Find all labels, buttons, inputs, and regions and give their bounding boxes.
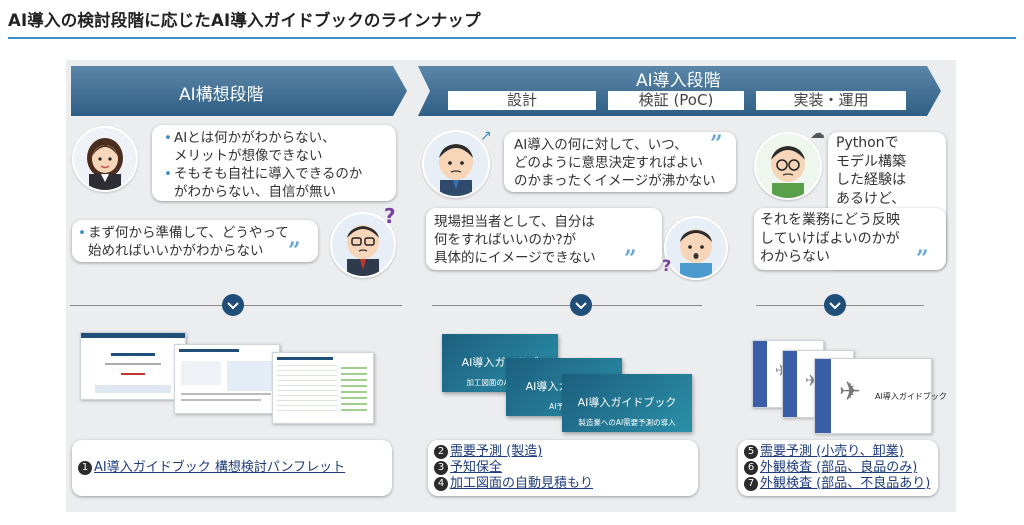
chevron-down-icon (222, 294, 244, 316)
concern-bubble-2: •まず何から準備して、どうやって 始めればいいかがわからない ” (72, 220, 318, 262)
guidebook-cover-thumbnail: ✈ AI導入ガイドブック (814, 358, 947, 434)
concern-5-text-b: モデル構築 (836, 153, 906, 170)
concern-1-text-d: がわからない、自信が無い (174, 184, 336, 200)
quote-mark-icon: ” (624, 246, 637, 272)
quote-mark-icon: ” (288, 238, 301, 264)
quote-mark-icon: ” (916, 246, 929, 272)
concern-3-text-c: のかまったくイメージが沸かない (514, 173, 716, 189)
concern-bubble-3: AI導入の何に対して、いつ、 どのように意思決定すればよい のかまったくイメージ… (504, 132, 736, 192)
concern-bubble-4: 現場担当者として、自分は 何をすればいいのか?が 具体的にイメージできない ” (426, 208, 662, 270)
thought-lightbulb-icon: ☁ (810, 124, 825, 142)
man-confused-avatar-icon (664, 216, 728, 280)
concern-1-text-c: そもそも自社に導入できるのか (173, 166, 363, 182)
title-divider (8, 37, 1016, 39)
phase-poc: 検証 (PoC) (608, 91, 744, 110)
tile-3-title: AI導入ガイドブック (577, 396, 677, 409)
man-engineer-avatar-icon (754, 132, 822, 200)
concern-1-text-b: メリットが想像できない (174, 148, 323, 164)
concern-5-text-g: わからない (760, 249, 830, 265)
guidebook-tile-3: AI導入ガイドブック 製造業へのAI需要予測の導入 (562, 374, 692, 432)
concern-5-text-e: それを業務にどう反映 (760, 212, 900, 228)
tile-1-subtitle: 加工図面のAI自動見 (466, 378, 534, 387)
concept-stage-label: AI構想段階 (179, 85, 264, 105)
concern-3-text-b: どのように意思決定すればよい (514, 155, 703, 171)
concern-5-text-d: あるけど、 (836, 190, 906, 207)
phase-operation: 実装・運用 (756, 91, 906, 110)
concern-5-text-f: していけばよいのかが (760, 230, 900, 247)
phase-design: 設計 (448, 91, 596, 110)
concern-2-text-b: 始めればいいかがわからない (88, 243, 264, 259)
chevron-down-icon (570, 294, 592, 316)
concern-5-text-c: した経験は (836, 172, 906, 188)
concern-5-text-a: Pythonで (836, 135, 899, 151)
chevron-down-icon (824, 294, 846, 316)
paper-plane-icon: ✈ (839, 377, 861, 407)
man-glasses-avatar-icon (330, 212, 396, 278)
question-mark-icon: ? (662, 256, 672, 275)
man-worried-avatar-icon (422, 130, 490, 198)
concern-bubble-1: •AIとは何かがわからない、 メリットが想像できない •そもそも自社に導入できる… (152, 125, 396, 201)
concern-4-text-a: 現場担当者として、自分は (434, 214, 595, 230)
intro-stage-label: AI導入段階 (636, 71, 721, 91)
concern-2-text-a: まず何から準備して、どうやって (87, 225, 289, 241)
page-title: AI導入の検討段階に応じたAI導入ガイドブックのラインナップ (8, 11, 481, 30)
concept-banner (71, 66, 407, 116)
concern-3-text-a: AI導入の何に対して、いつ、 (514, 137, 688, 153)
book-title: AI導入ガイドブック (875, 392, 947, 401)
concern-bubble-5b: それを業務にどう反映 していけばよいのかが わからない ” (754, 208, 946, 270)
concern-4-text-c: 具体的にイメージできない (434, 250, 596, 266)
sweat-icon: ↗ (480, 128, 492, 144)
pamphlet-cover-thumbnail (80, 332, 186, 400)
pamphlet-page-thumbnail (174, 344, 280, 414)
tile-3-subtitle: 製造業へのAI需要予測の導入 (578, 418, 676, 427)
pamphlet-table-thumbnail (272, 352, 374, 424)
lineup-panel: AI構想段階 AI導入段階 設計 検証 (PoC) 実装・運用 •AIとは何かが… (66, 60, 956, 512)
section-divider (432, 305, 702, 306)
concern-4-text-b: 何をすればいいのか?が (434, 232, 577, 248)
question-mark-icon: ? (384, 204, 396, 228)
concern-1-text-a: AIとは何かがわからない、 (173, 130, 336, 146)
quote-mark-icon: ” (710, 131, 723, 157)
woman-avatar-icon (72, 126, 138, 192)
